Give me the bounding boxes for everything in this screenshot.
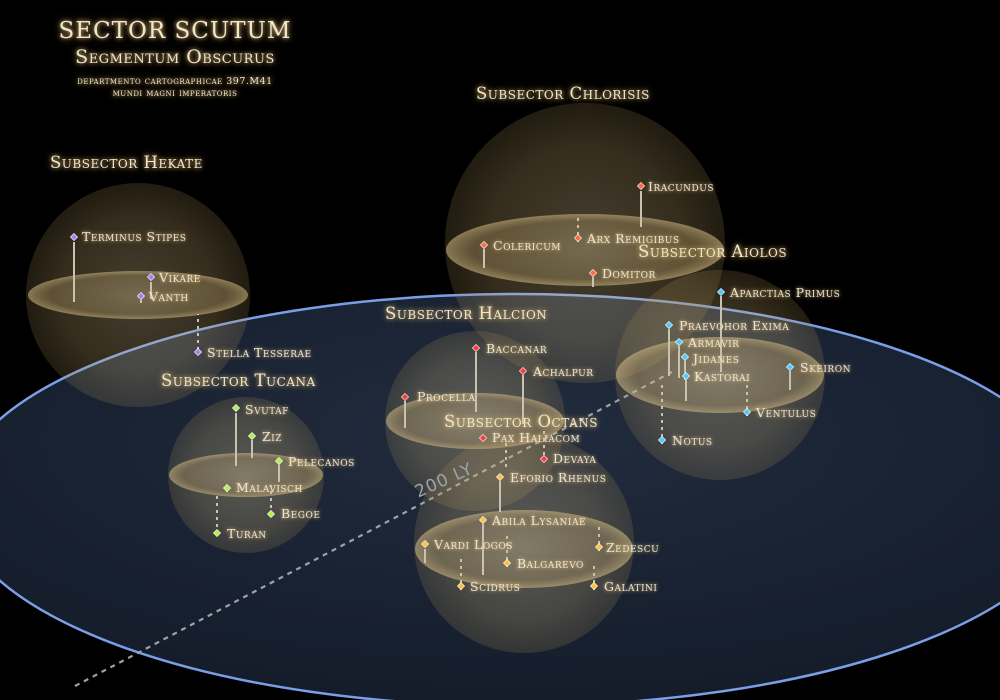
system-label-abila-lysaniae: Abila Lysaniae [492,513,587,528]
system-label-achalpur: Achalpur [533,364,594,379]
subsector-label-aiolos: Subsector Aiolos [638,242,788,261]
system-marker-arx-remigibus [573,233,583,243]
system-label-colericum: Colericum [493,238,562,253]
system-marker-begoe [266,509,276,519]
system-marker-vikare [146,272,156,282]
subsector-bubble-tucana [168,397,324,553]
system-label-vikare: Vikare [159,270,201,285]
system-marker-svutaf [231,403,241,413]
imperator-caption: mundi magni imperatoris [112,88,238,99]
system-label-jidanes: Jidanes [693,351,740,366]
sector-title: SECTOR SCUTUM [58,18,292,44]
system-marker-ziz [247,431,257,441]
system-label-galatini: Galatini [604,579,658,594]
system-label-armavir: Armavir [688,335,740,350]
system-marker-domitor [588,268,598,278]
system-marker-iracundus [636,181,646,191]
system-marker-scidrus [456,581,466,591]
system-marker-armavir [674,337,684,347]
system-marker-pelecanos [274,456,284,466]
subsector-label-octans: Subsector Octans [444,412,598,431]
system-marker-ventulus [742,407,752,417]
segmentum-title: Segmentum Obscurus [75,46,275,68]
system-marker-terminus-stipes [69,232,79,242]
system-label-arx-remigibus: Arx Remigibus [587,231,680,246]
subsector-label-chlorisis: Subsector Chlorisis [476,84,650,103]
system-marker-jidanes [680,352,690,362]
system-label-kastorai: Kastorai [694,369,751,384]
subsector-label-tucana: Subsector Tucana [161,371,316,390]
system-label-pelecanos: Pelecanos [288,454,355,469]
system-markers [69,181,795,591]
system-label-baccanar: Baccanar [486,341,548,356]
system-label-turan: Turan [227,526,267,541]
system-label-domitor: Domitor [602,266,656,281]
system-label-zedescu: Zedescu [606,540,660,555]
system-label-malavisch: Malavisch [236,480,303,495]
department-caption: departmento cartographicae 397.M41 [77,76,273,87]
system-label-svutaf: Svutaf [245,402,289,417]
system-label-vanth: Vanth [149,289,189,304]
system-marker-vanth [136,291,146,301]
system-label-devaya: Devaya [553,451,597,466]
system-marker-zedescu [594,542,604,552]
system-marker-vardi-logos [420,539,430,549]
system-marker-devaya [539,454,549,464]
system-marker-stella-tesserae [193,347,203,357]
system-marker-baccanar [471,343,481,353]
system-label-scidrus: Scidrus [470,579,521,594]
system-label-aparctias-primus: Aparctias Primus [730,285,841,300]
system-stems [73,191,791,590]
system-label-eforio-rhenus: Eforio Rhenus [510,470,607,485]
system-marker-abila-lysaniae [478,515,488,525]
system-marker-malavisch [222,483,232,493]
system-marker-balgarevo [502,558,512,568]
system-label-ventulus: Ventulus [756,405,817,420]
system-marker-skeiron [785,362,795,372]
system-label-procella: Procella [417,389,476,404]
subsector-label-halcion: Subsector Halcion [385,304,548,323]
system-label-notus: Notus [672,433,713,448]
system-label-balgarevo: Balgarevo [517,556,584,571]
scale-line [74,371,673,687]
subsector-bubble-octans [414,433,634,653]
system-label-terminus-stipes: Terminus Stipes [82,229,187,244]
system-label-skeiron: Skeiron [800,360,851,375]
system-marker-procella [400,392,410,402]
map-title-block: SECTOR SCUTUM Segmentum Obscurus departm… [40,18,310,100]
system-marker-praevohor-exima [664,320,674,330]
system-marker-notus [657,435,667,445]
system-label-vardi-logos: Vardi Logos [434,537,513,552]
system-label-pax-haliacom: Pax Haliacom [492,430,581,445]
system-marker-achalpur [518,366,528,376]
system-label-iracundus: Iracundus [648,179,715,194]
system-marker-galatini [589,581,599,591]
system-marker-kastorai [681,371,691,381]
subsector-label-hekate: Subsector Hekate [50,153,203,172]
system-marker-eforio-rhenus [495,472,505,482]
system-label-begoe: Begoe [281,506,321,521]
system-marker-pax-haliacom [478,433,488,443]
system-marker-turan [212,528,222,538]
system-marker-colericum [479,240,489,250]
system-marker-aparctias-primus [716,287,726,297]
system-label-praevohor-exima: Praevohor Exima [679,318,790,333]
system-label-stella-tesserae: Stella Tesserae [207,345,312,360]
system-label-ziz: Ziz [262,429,282,444]
